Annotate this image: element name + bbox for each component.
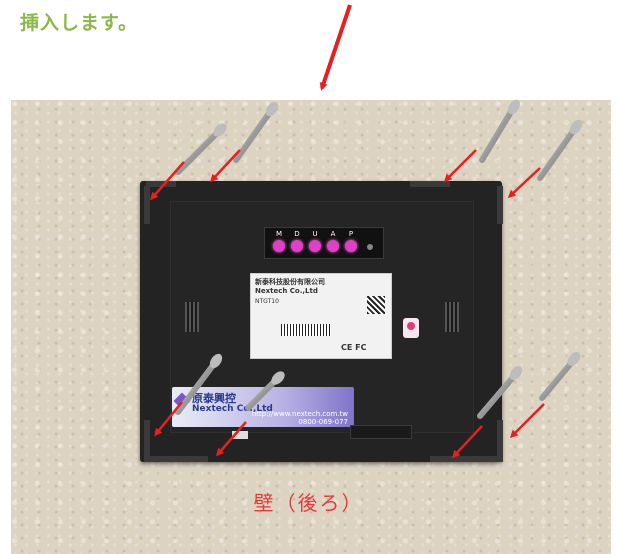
led-label-d: D [294,230,300,238]
spec-label: 新泰科技股份有限公司 Nextech Co.,Ltd NTGT10 CE FC [250,273,419,359]
certification-marks: CE FC [341,343,367,352]
spec-company-cn: 新泰科技股份有限公司 [255,278,325,286]
led-u [309,240,321,252]
screw-icon [175,353,223,415]
spec-model: NTGT10 [255,298,279,305]
brand-url: http://www.nextech.com.tw [251,410,348,418]
barcode [281,324,331,336]
led-label-a: A [330,230,336,238]
brand-name-cn: 原泰興控 [192,392,236,405]
bracket-bottom-right [430,456,498,462]
small-sticker [232,431,248,439]
screw-icon [477,366,523,419]
arrow-icon [150,161,185,201]
led-p [345,240,357,252]
bracket-top-right [410,181,450,187]
led-label-p: P [348,230,354,238]
hologram-seal [403,318,419,338]
wall-label: 壁（後ろ） [253,491,364,515]
led-power-dot [367,244,373,250]
mount-brackets [144,181,503,462]
bracket-right-bottom [497,420,503,462]
led-label-u: U [312,230,318,238]
spec-company-en: Nextech Co.,Ltd [255,287,318,295]
screw-icon [175,123,227,175]
brand-name-en: Nextech Co.,Ltd [192,404,273,414]
arrow-icon [509,403,545,439]
screw-icon [539,352,581,401]
screw-icon [479,99,520,163]
arrow-icon [507,167,541,199]
vent-right [445,302,459,332]
screw-icon [245,371,285,411]
bracket-bottom-left [148,456,208,462]
led-indicator-panel: M D U A P [264,227,384,259]
instruction-heading: 挿入します。 [20,12,139,34]
bracket-left-bottom [144,420,150,462]
vent-left [185,302,199,332]
led-m [273,240,285,252]
screw-icon [537,119,583,181]
screws [175,99,583,419]
qr-code [367,296,385,314]
screw-icon [233,101,279,163]
arrow-icon [443,149,477,183]
red-arrows [150,4,545,459]
bracket-left-top [144,186,150,224]
bracket-top-left [146,181,176,187]
panel-pc-back: M D U A P 新泰科技股份有限公司 Nextech Co.,Ltd NTG… [140,181,502,462]
arrow-icon [451,425,483,459]
arrow-down-icon [319,4,352,91]
arrow-icon [154,401,183,437]
led-label-m: M [275,230,283,238]
io-ports [350,425,412,439]
led-a [327,240,339,252]
bracket-right-top [497,186,503,224]
arrow-icon [209,149,241,183]
brand-phone: 0800-069-077 [298,418,348,426]
arrow-icon [216,421,247,457]
led-d [291,240,303,252]
